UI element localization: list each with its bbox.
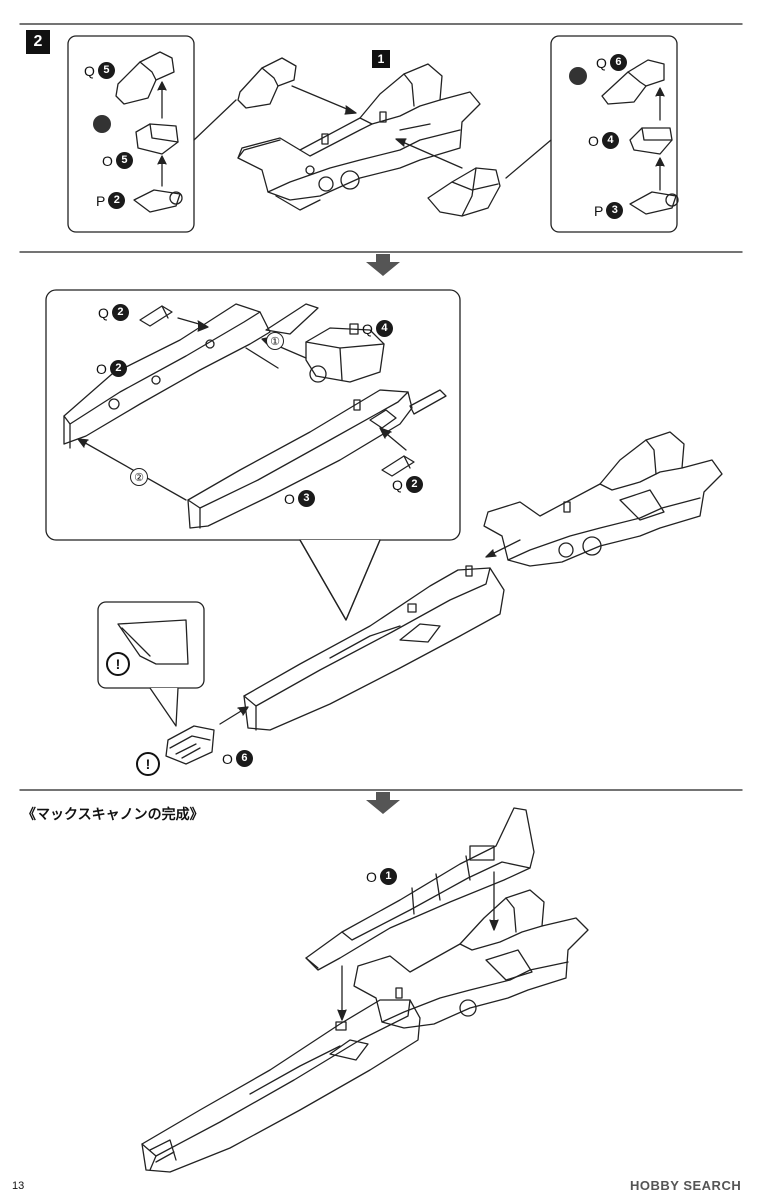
part-p3 [629, 191, 679, 215]
right-callout-line [505, 139, 552, 179]
right-detail-box [550, 35, 678, 233]
down-arrow-2 [366, 792, 400, 814]
section-title: 《マックスキャノンの完成》 [22, 806, 204, 822]
part-q2-pin-b [381, 455, 415, 477]
main-unit-final [353, 889, 589, 1029]
caution-dot-right [569, 67, 587, 85]
part-q4 [305, 323, 385, 383]
caution-dot-left [93, 115, 111, 133]
down-arrow-1 [366, 254, 400, 276]
order-mark-2: ② [130, 468, 148, 486]
sub-step-badge: 1 [372, 50, 390, 68]
part-q2-pin-a [139, 305, 173, 327]
part-o5 [135, 123, 179, 155]
page-number: 13 [12, 1180, 25, 1192]
main-unit-mid [483, 431, 723, 567]
left-callout-line [193, 99, 237, 141]
order-mark-1: ① [266, 332, 284, 350]
caution-icon-part: ! [136, 752, 160, 776]
part-q6-copy [427, 167, 501, 217]
left-detail-box [67, 35, 195, 233]
part-q5 [115, 51, 175, 105]
cannon-detail-box [45, 289, 461, 541]
part-q6 [601, 59, 665, 105]
part-o2 [63, 303, 319, 449]
cannon-barrel-final [141, 999, 421, 1173]
cannon-barrel [243, 565, 505, 731]
part-q5-copy [237, 57, 297, 109]
watermark: HOBBY SEARCH [630, 1178, 742, 1193]
part-p2 [133, 189, 183, 213]
part-o6 [165, 725, 215, 765]
caution-icon-zoom: ! [106, 652, 130, 676]
step-number-badge: 2 [26, 30, 50, 54]
main-unit-top [237, 63, 481, 211]
part-o4 [629, 127, 673, 155]
part-o1 [305, 807, 535, 971]
part-o3 [187, 389, 447, 529]
